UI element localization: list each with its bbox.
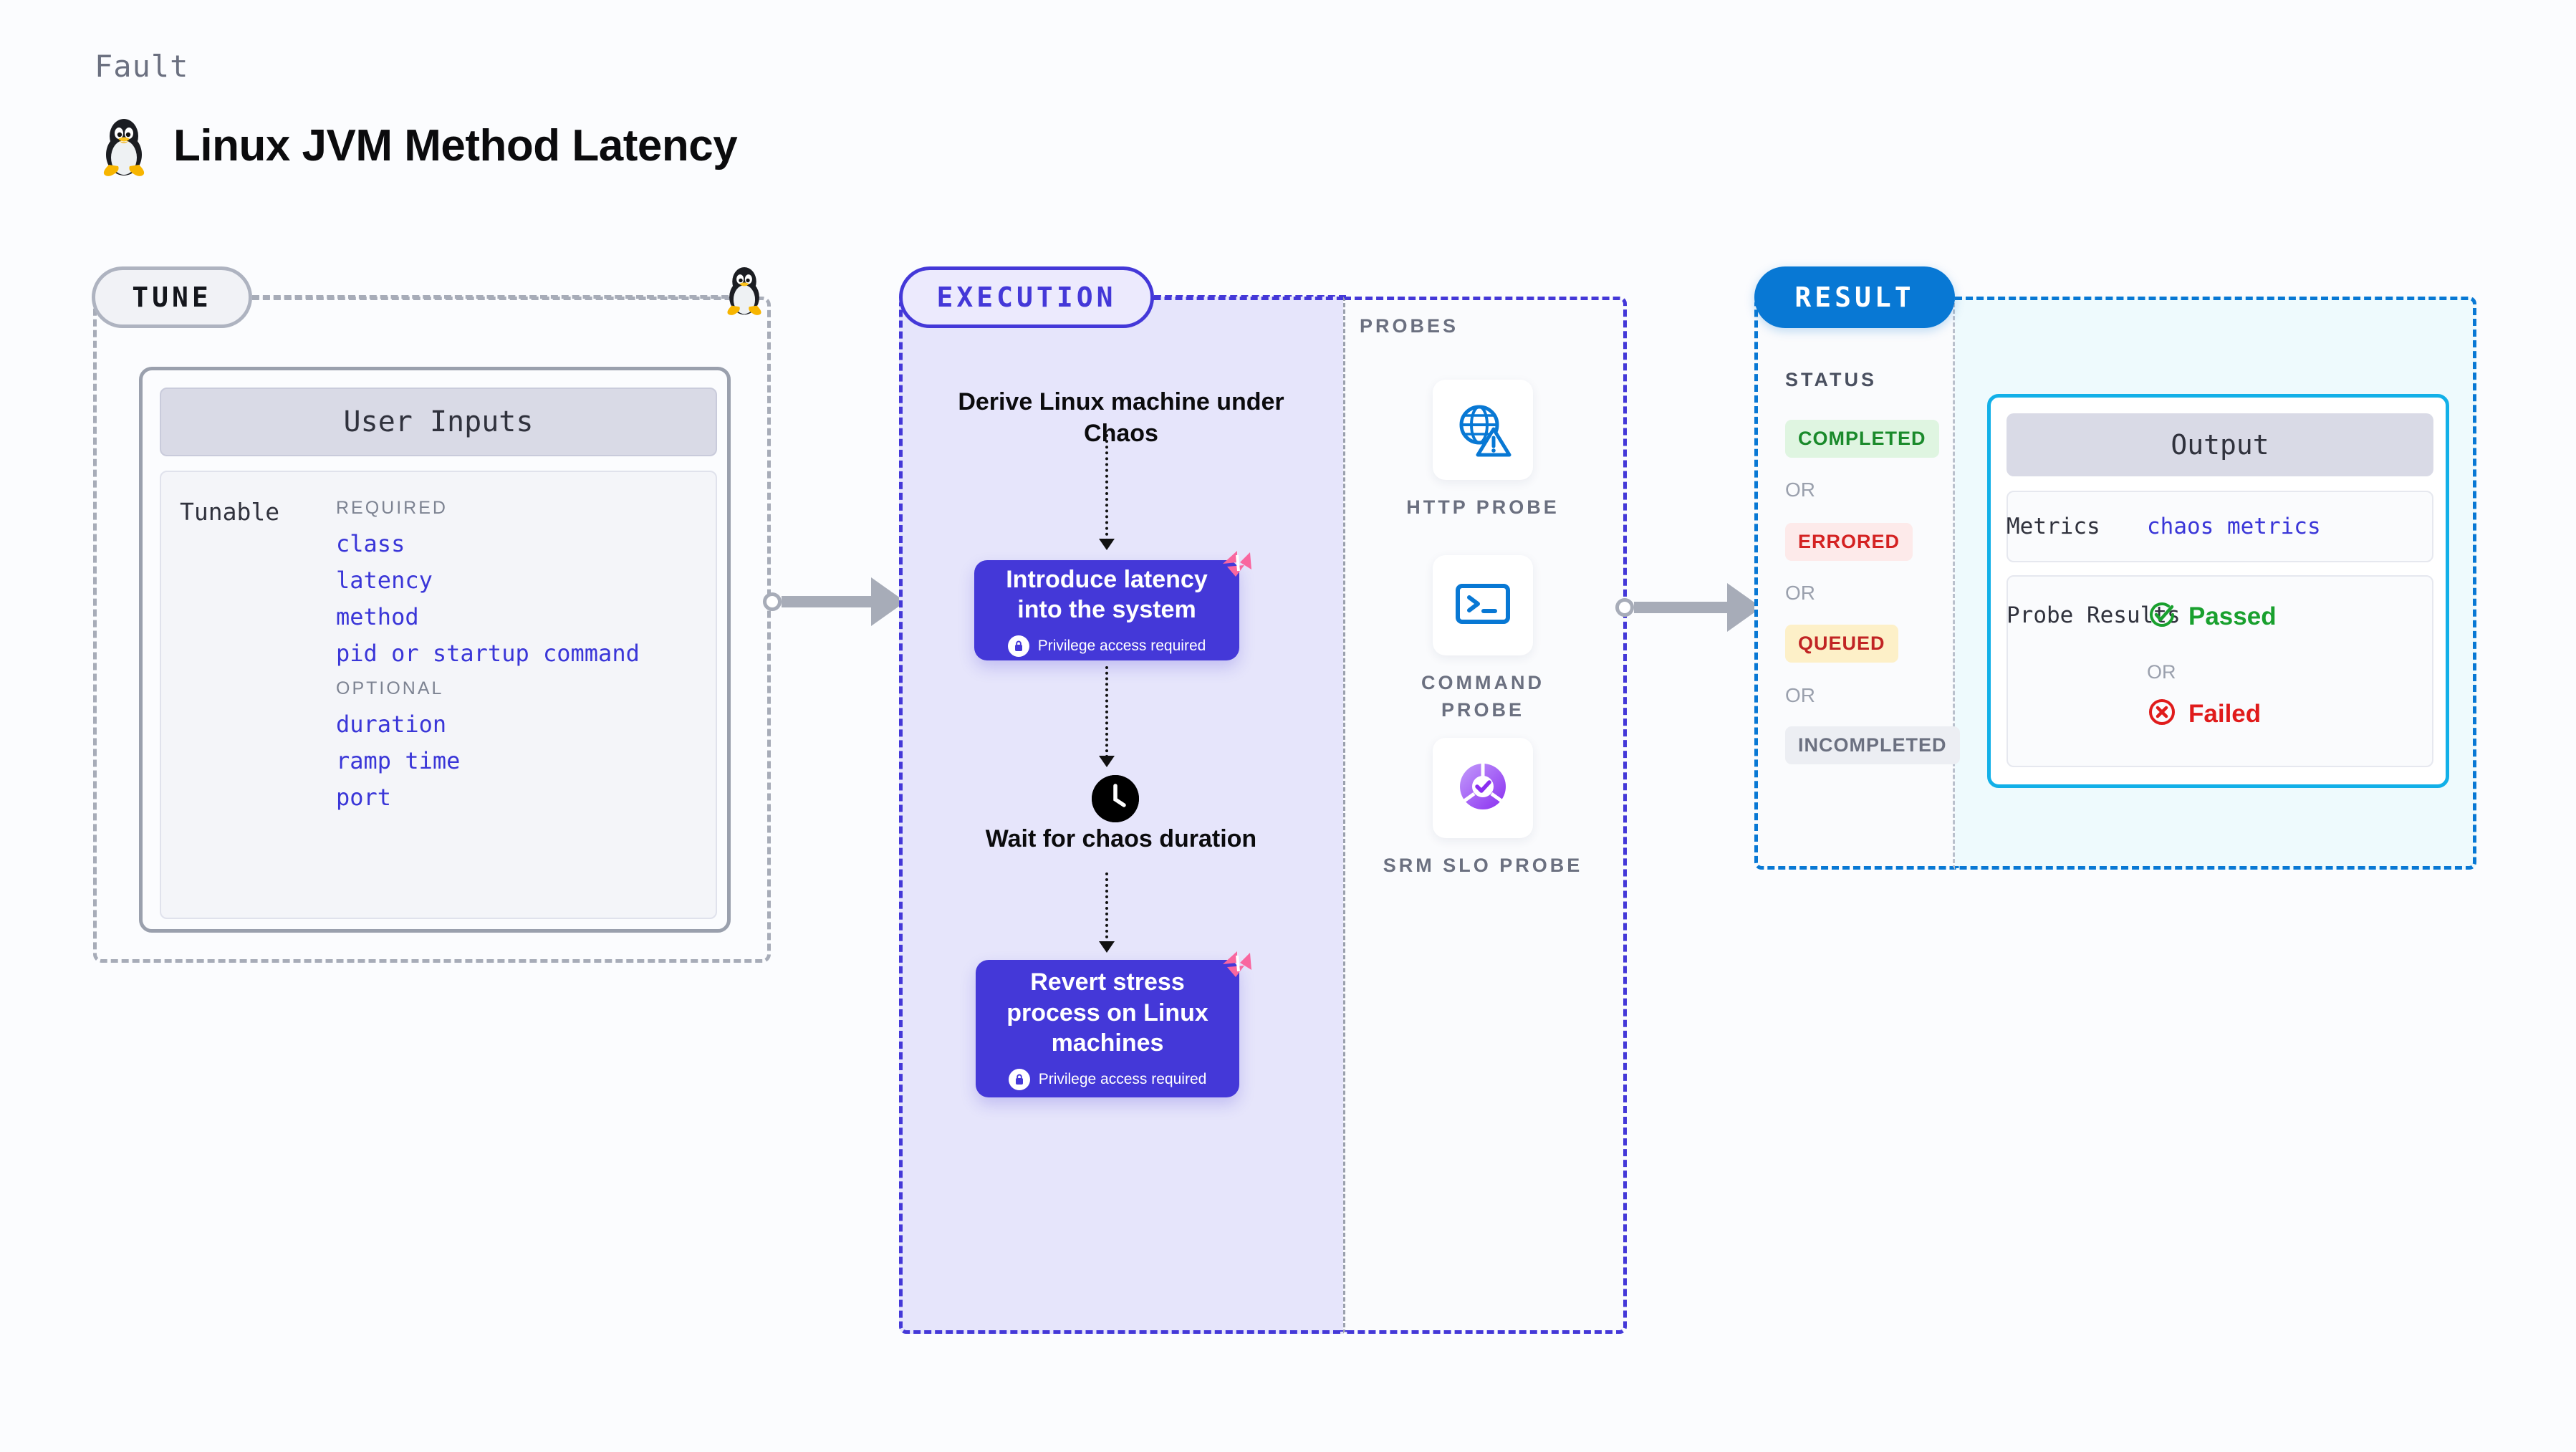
- execution-step-wait: Wait for chaos duration: [985, 825, 1257, 852]
- probe-card-command[interactable]: [1433, 555, 1533, 655]
- output-metrics-value[interactable]: chaos metrics: [2147, 514, 2321, 539]
- connector-start-node: [763, 592, 782, 611]
- probe-failed-label: Failed: [2188, 699, 2262, 728]
- status-section-label: STATUS: [1785, 369, 1877, 390]
- user-inputs-header: User Inputs: [160, 388, 717, 456]
- output-card-header: Output: [2007, 413, 2433, 476]
- lock-icon: [1007, 635, 1029, 657]
- privilege-text: Privilege access required: [1038, 1070, 1207, 1087]
- x-circle-icon: [2147, 697, 2177, 731]
- param-method[interactable]: method: [336, 603, 419, 630]
- status-or-1: OR: [1785, 479, 1815, 501]
- output-row-metrics: [2007, 491, 2433, 562]
- clock-icon: [1092, 775, 1139, 822]
- result-stage-pill[interactable]: RESULT: [1754, 266, 1955, 328]
- user-inputs-body: Tunable REQUIRED class latency method pi…: [160, 471, 717, 919]
- lock-icon: [1008, 1068, 1030, 1090]
- linux-tux-penguin-icon: [97, 115, 150, 176]
- tunable-row-label: Tunable: [180, 498, 280, 526]
- flow-line-3: [1105, 872, 1108, 944]
- flow-arrow-1: [1099, 539, 1115, 550]
- execution-step-derive: Derive Linux machine under Chaos: [958, 388, 1284, 447]
- execution-box-introduce-latency[interactable]: Introduce latency into the system Privil…: [974, 560, 1239, 660]
- status-badge-queued: QUEUED: [1785, 625, 1898, 663]
- param-duration[interactable]: duration: [336, 711, 447, 738]
- result-status-panel: [1754, 297, 1955, 870]
- status-badge-incompleted: INCOMPLETED: [1785, 726, 1960, 764]
- flow-arrow-2: [1099, 756, 1115, 767]
- output-row-probe-results: [2007, 575, 2433, 767]
- probe-result-or: OR: [2147, 661, 2176, 683]
- globe-warning-icon: [1452, 398, 1514, 463]
- status-badge-completed: COMPLETED: [1785, 420, 1939, 458]
- param-ramp-time[interactable]: ramp time: [336, 747, 461, 774]
- output-card: Output Metrics chaos metrics Probe Resul…: [1987, 394, 2449, 788]
- param-port[interactable]: port: [336, 784, 392, 811]
- param-class[interactable]: class: [336, 530, 405, 557]
- probe-card-srm-slo[interactable]: [1433, 738, 1533, 838]
- flow-line-1: [1105, 434, 1108, 542]
- user-inputs-card: User Inputs Tunable REQUIRED class laten…: [139, 367, 731, 933]
- harness-chaos-icon: [1216, 545, 1257, 587]
- page-title: Linux JVM Method Latency: [173, 120, 738, 170]
- flow-arrow-3: [1099, 941, 1115, 953]
- tune-panel: [93, 297, 771, 963]
- probe-label-http: HTTP PROBE: [1406, 496, 1559, 518]
- output-metrics-key: Metrics: [2007, 514, 2100, 539]
- required-group-label: REQUIRED: [336, 498, 448, 518]
- privilege-note: Privilege access required: [1007, 635, 1206, 657]
- execution-box-title: Introduce latency into the system: [1006, 565, 1208, 624]
- connector-shaft: [1634, 602, 1727, 613]
- probes-to-result-connector: [1615, 583, 1773, 632]
- slo-donut-check-icon: [1453, 756, 1513, 820]
- privilege-text: Privilege access required: [1037, 637, 1206, 654]
- tune-to-execution-connector: [763, 577, 917, 626]
- execution-box-title: Revert stress process on Linux machines: [1006, 968, 1208, 1057]
- status-or-2: OR: [1785, 582, 1815, 604]
- param-pid-or-startup-command[interactable]: pid or startup command: [336, 640, 640, 667]
- connector-start-node: [1615, 598, 1634, 617]
- probe-passed-label: Passed: [2188, 602, 2277, 630]
- execution-stage-pill[interactable]: EXECUTION: [899, 266, 1154, 328]
- probes-section-label: PROBES: [1360, 315, 1459, 337]
- status-or-3: OR: [1785, 684, 1815, 706]
- probe-result-passed: Passed: [2147, 600, 2277, 633]
- optional-group-label: OPTIONAL: [336, 678, 444, 698]
- probe-card-http[interactable]: [1433, 380, 1533, 480]
- probe-label-srm-slo: SRM SLO PROBE: [1383, 855, 1583, 876]
- status-badge-errored: ERRORED: [1785, 523, 1913, 561]
- tune-linux-tux-penguin-icon: [722, 264, 766, 319]
- page-title-row: Linux JVM Method Latency: [97, 115, 738, 176]
- execution-box-revert-stress[interactable]: Revert stress process on Linux machines …: [976, 960, 1239, 1097]
- harness-chaos-icon: [1216, 946, 1257, 987]
- terminal-prompt-icon: [1453, 579, 1512, 633]
- fault-eyebrow-label: Fault: [95, 49, 189, 84]
- tunable-param-column: REQUIRED class latency method pid or sta…: [336, 488, 708, 822]
- probe-result-failed: Failed: [2147, 697, 2261, 731]
- flow-line-2: [1105, 666, 1108, 758]
- param-latency[interactable]: latency: [336, 567, 433, 594]
- check-circle-icon: [2147, 600, 2177, 633]
- tune-stage-pill[interactable]: TUNE: [92, 266, 252, 328]
- probe-label-command: COMMAND PROBE: [1421, 672, 1544, 721]
- connector-shaft: [782, 596, 871, 607]
- privilege-note: Privilege access required: [1008, 1068, 1207, 1090]
